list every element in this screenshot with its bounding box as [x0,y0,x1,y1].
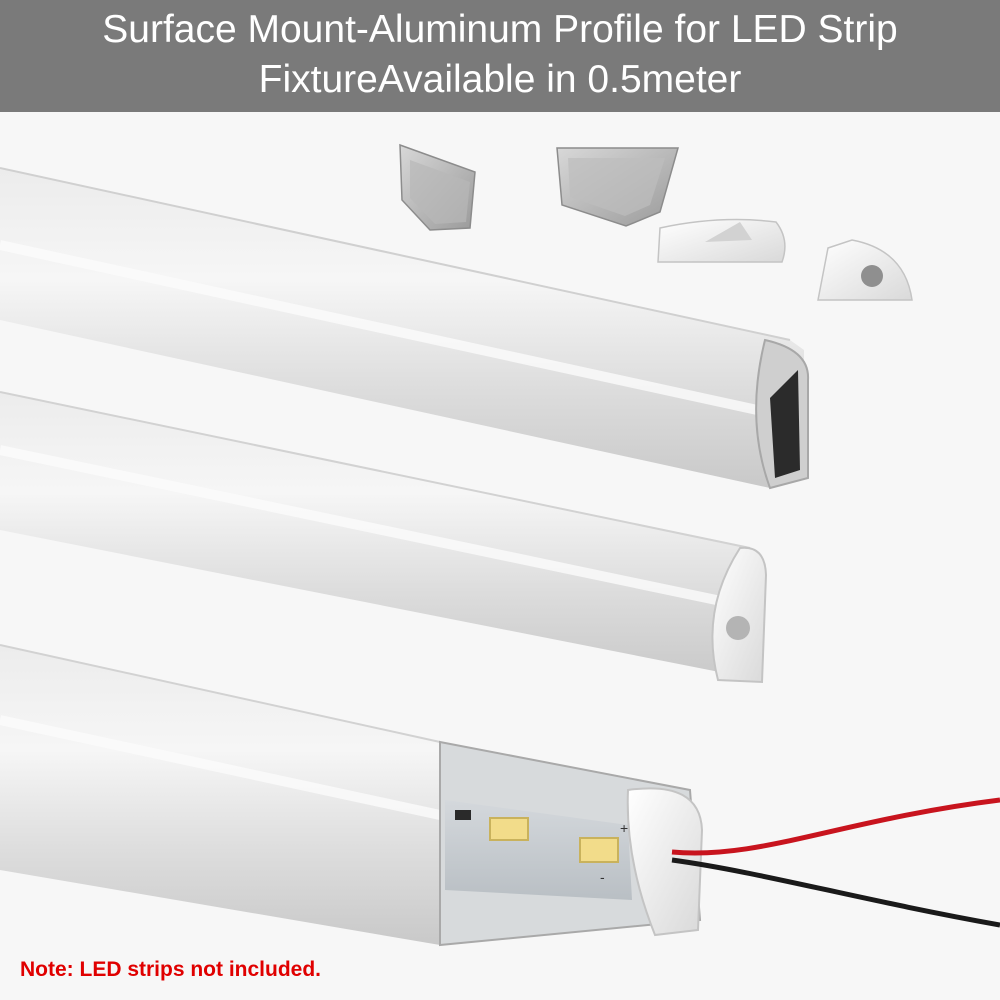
strip-plus-mark: + [620,820,628,836]
resistor [455,810,471,820]
title-line-2: FixtureAvailable in 0.5meter [258,58,742,101]
aluminum-profile-bottom: + - [0,644,704,947]
title-line-1: Surface Mount-Aluminum Profile for LED S… [102,8,898,51]
corner-clip-1 [399,143,476,231]
aluminum-profile-top [0,167,810,490]
end-cap-1 [657,218,786,263]
power-wires [671,797,1000,928]
title-banner: Surface Mount-Aluminum Profile for LED S… [0,0,1000,112]
note-text: Note: LED strips not included. [20,958,322,981]
led-chip-2 [579,837,619,863]
aluminum-profile-middle [0,391,768,684]
strip-minus-mark: - [600,869,605,885]
corner-clip-2 [556,147,679,227]
led-chip-1 [489,817,529,841]
end-cap-2 [817,239,913,301]
